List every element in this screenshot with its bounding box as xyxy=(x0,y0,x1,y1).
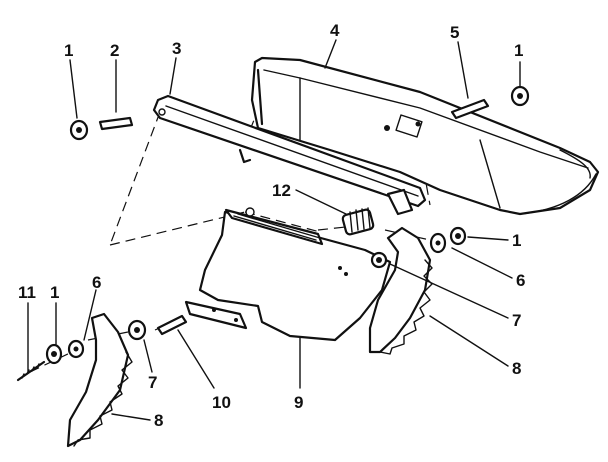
callout-8-right: 8 xyxy=(512,359,521,378)
part-8-right-anti-kickback-pawl xyxy=(368,226,433,355)
part-6-left-washer xyxy=(67,339,85,359)
part-4-blade-guard xyxy=(250,56,600,216)
callout-4: 4 xyxy=(330,21,340,40)
callout-8-left: 8 xyxy=(154,411,163,430)
part-7-left-spacer xyxy=(127,319,147,341)
part-9-support-plate xyxy=(184,207,392,342)
callout-1-top-right: 1 xyxy=(514,41,523,60)
part-12-spring xyxy=(341,207,375,236)
part-5-pin xyxy=(450,98,490,120)
callout-10: 10 xyxy=(212,393,231,412)
callout-3: 3 xyxy=(172,39,181,58)
part-6-right-washer xyxy=(429,232,447,254)
callout-7-left: 7 xyxy=(148,373,157,392)
callout-labels: 1 2 3 4 5 1 12 1 6 7 8 11 1 6 7 10 9 8 xyxy=(18,21,525,430)
callout-1-right: 1 xyxy=(512,231,521,250)
callout-12: 12 xyxy=(272,181,291,200)
callout-1-left: 1 xyxy=(50,283,59,302)
callout-11: 11 xyxy=(18,283,36,302)
callout-9: 9 xyxy=(294,393,303,412)
callout-5: 5 xyxy=(450,23,459,42)
callout-6-right: 6 xyxy=(516,271,525,290)
part-2-pin xyxy=(98,116,134,131)
callout-2: 2 xyxy=(110,41,119,60)
part-3-guard-arm xyxy=(152,94,427,216)
callout-7-right: 7 xyxy=(512,311,521,330)
leader-lines xyxy=(27,39,521,421)
part-1-top-left-nut xyxy=(69,119,89,141)
part-1-right-nut xyxy=(449,226,467,246)
part-1-top-right-nut xyxy=(510,85,530,107)
callout-6-left: 6 xyxy=(92,273,101,292)
callout-1-top-left: 1 xyxy=(64,41,73,60)
part-8-left-anti-kickback-pawl xyxy=(66,312,133,448)
part-1-left-nut xyxy=(45,343,63,365)
part-11-bolt xyxy=(16,360,46,382)
part-10-pin xyxy=(156,314,188,336)
